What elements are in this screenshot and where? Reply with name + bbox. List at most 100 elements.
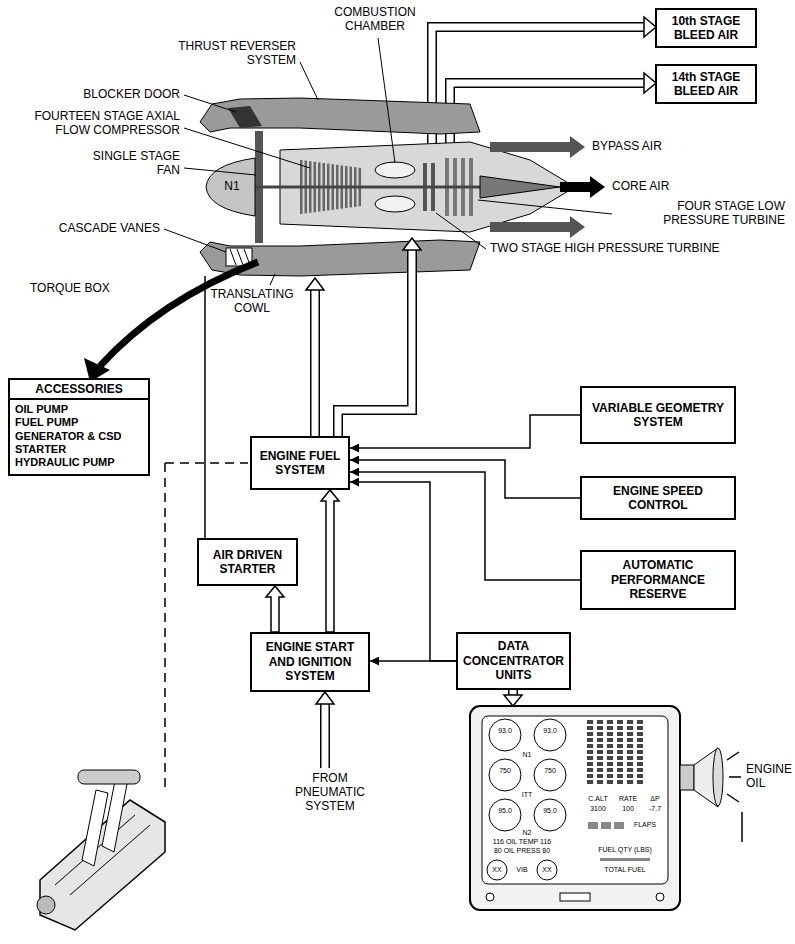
part-label: BLOCKER DOOR — [83, 88, 180, 102]
cascade-vanes — [230, 249, 250, 265]
speaker-rim — [713, 748, 723, 806]
part-label: SINGLE STAGE FAN — [80, 150, 180, 178]
display-readout: ITT — [522, 791, 533, 799]
gauge — [489, 759, 521, 791]
system-box: ENGINE START AND IGNITION SYSTEM — [250, 632, 370, 692]
display-screw — [486, 893, 494, 901]
box-title: AIR DRIVEN STARTER — [203, 548, 292, 577]
pneumatic-arrow — [320, 704, 330, 768]
starter-drive-line — [204, 276, 206, 538]
display-screw — [656, 893, 664, 901]
gauge — [489, 719, 521, 751]
box-title: VARIABLE GEOMETRY SYSTEM — [586, 401, 730, 430]
display-readout: 116 OIL TEMP 116 — [493, 838, 551, 846]
part-label: FROM PNEUMATIC SYSTEM — [290, 772, 370, 813]
display-readout: 750 — [499, 767, 511, 775]
bleed-box: 14th STAGE BLEED AIR — [655, 64, 757, 105]
pneumatic-arrow — [322, 704, 329, 768]
gauge — [487, 860, 507, 880]
display-readout: -7.7 — [649, 805, 661, 813]
display-readout: N1 — [523, 751, 532, 759]
combustion-chamber — [375, 196, 415, 212]
signal-line — [350, 460, 580, 498]
display-readout: TOTAL FUEL — [604, 866, 646, 874]
bypass-arrow — [490, 136, 585, 158]
part-label: FOUR STAGE LOW PRESSURE TURBINE — [620, 200, 785, 228]
display-readout: 95.0 — [543, 807, 557, 815]
system-box: AIR DRIVEN STARTER — [197, 538, 298, 586]
flow-arrow — [321, 490, 339, 632]
thrust-lever — [82, 790, 108, 866]
gauges — [487, 719, 566, 880]
box-title: AUTOMATIC PERFORMANCE RESERVE — [586, 558, 730, 601]
part-label: TRANSLATING COWL — [208, 288, 296, 316]
display-readout: 750 — [544, 767, 556, 775]
fuel-arrow — [310, 290, 320, 436]
leader-line — [300, 62, 318, 100]
box-title: ENGINE START AND IGNITION SYSTEM — [256, 640, 364, 683]
arrow-head — [403, 238, 421, 250]
combustion-chamber — [375, 162, 415, 178]
part-label: TWO STAGE HIGH PRESSURE TURBINE — [490, 242, 720, 256]
leader-line — [436, 213, 486, 249]
display-readout: FUEL QTY (LBS) — [598, 846, 652, 854]
system-box: ENGINE SPEED CONTROL — [580, 476, 736, 520]
display-readout: VIB — [516, 866, 527, 874]
leader-line — [184, 128, 310, 168]
indicator — [600, 858, 650, 861]
leader-line — [184, 168, 256, 175]
leader-line — [378, 38, 395, 163]
core-air-arrow — [560, 176, 605, 198]
part-label: BYPASS AIR — [592, 140, 662, 154]
fuel-arrow — [312, 290, 319, 436]
part-label: N1 — [224, 180, 239, 194]
gauge — [534, 759, 566, 791]
control-linkage — [165, 463, 248, 790]
box-item: OIL PUMP — [10, 400, 148, 416]
part-label: CASCADE VANES — [59, 222, 160, 236]
signal-line — [350, 472, 580, 580]
exhaust-cone — [480, 176, 560, 198]
arrow-head — [306, 278, 324, 290]
flow-arrow — [266, 586, 284, 632]
arrow-head — [316, 692, 334, 704]
box-item: GENERATOR & CSD — [10, 430, 148, 443]
gauge — [537, 860, 557, 880]
display-readout: 100 — [622, 805, 634, 813]
box-title: DATA CONCENTRATOR UNITS — [462, 639, 565, 682]
system-box: AUTOMATIC PERFORMANCE RESERVE — [580, 550, 736, 610]
display-bezel — [470, 706, 680, 910]
part-label: THRUST REVERSER SYSTEM — [156, 40, 296, 68]
box-item: FUEL PUMP — [10, 416, 148, 429]
indicator — [588, 822, 598, 829]
fuel-arrow — [338, 250, 412, 436]
box-title: 14th STAGE BLEED AIR — [661, 70, 751, 99]
display-readout: RATE — [619, 795, 637, 803]
box-item: HYDRAULIC PUMP — [10, 456, 148, 469]
fan-cowl — [200, 98, 480, 134]
engine-display — [470, 706, 680, 910]
leader-line — [164, 229, 226, 252]
quadrant-slot — [55, 815, 150, 895]
bleed-box: 10th STAGE BLEED AIR — [655, 8, 757, 49]
fuel-arrow — [338, 250, 412, 436]
display-readout: 93.0 — [543, 727, 557, 735]
lever-knob — [78, 770, 140, 784]
box-item: STARTER — [10, 443, 148, 456]
speaker-body — [680, 765, 694, 790]
system-box: VARIABLE GEOMETRY SYSTEM — [580, 386, 736, 444]
display-button — [560, 893, 590, 901]
sound-lines — [727, 752, 741, 802]
system-box: DATA CONCENTRATOR UNITS — [456, 632, 571, 690]
display-screen — [482, 716, 668, 884]
reverser-knob — [37, 896, 55, 914]
part-label: TORQUE BOX — [30, 282, 110, 296]
throttle-quadrant — [37, 770, 165, 930]
gauge — [534, 719, 566, 751]
arrow-head — [504, 695, 522, 706]
accessories-box: ACCESSORIESOIL PUMPFUEL PUMPGENERATOR & … — [8, 378, 150, 476]
display-readout: 80 OIL PRESS 80 — [494, 847, 550, 855]
bar-graph — [590, 720, 640, 786]
leader-line — [184, 95, 236, 112]
gauge — [534, 799, 566, 831]
